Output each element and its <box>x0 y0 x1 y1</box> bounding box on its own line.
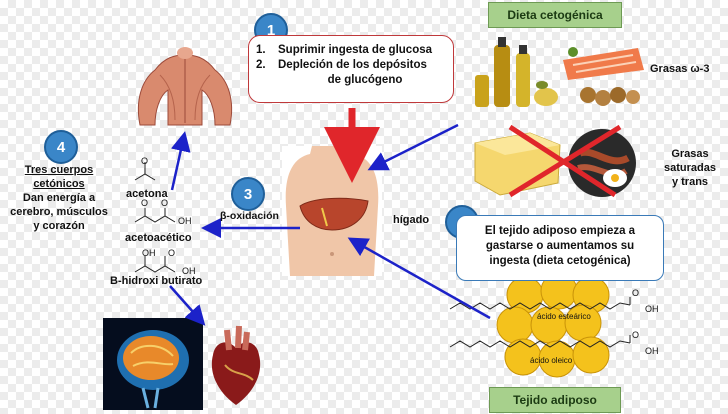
atom-o: O <box>632 330 640 340</box>
liver-label: hígado <box>393 214 430 226</box>
arrow-adipose-to-liver <box>347 237 491 320</box>
step1-item-text: Depleción de los depósitos <box>278 59 427 71</box>
step2-text: El tejido adiposo empieza a gastarse o a… <box>484 225 636 267</box>
butter-bacon-crossed-image <box>474 124 636 198</box>
arrow-ketones-to-heart <box>169 285 206 326</box>
step3-badge: 3 <box>231 177 265 211</box>
atom-oh: OH <box>182 266 196 276</box>
estearico-label: ácido esteárico <box>537 312 591 321</box>
step1-box <box>248 35 454 103</box>
atom-o: O <box>141 156 149 166</box>
atom-oh: OH <box>645 346 659 356</box>
atom-o: O <box>168 248 176 258</box>
ketone-label-acetoacetico: acetoacético <box>125 232 192 244</box>
atom-o: O <box>632 288 640 298</box>
heart-image <box>211 325 261 405</box>
diet-title-tag: Dieta cetogénica <box>488 2 622 28</box>
step1-text: 1. Suprimir ingesta de glucosa 2. Depleció… <box>256 43 452 88</box>
ketone-label-acetona: acetona <box>126 188 168 200</box>
step2-box <box>456 215 664 281</box>
brain-scan-image <box>103 318 203 410</box>
salmon-nuts-image <box>563 47 644 106</box>
adipose-title-tag: Tejido adiposo <box>489 387 621 413</box>
muscle-figure-image <box>137 47 233 126</box>
step1-item-text: Suprimir ingesta de glucosa <box>278 44 433 56</box>
saturated-fats-label: Grasas saturadas y trans <box>664 148 716 188</box>
ketone-molecules-image <box>134 162 176 273</box>
omega3-label: Grasas ω-3 <box>650 63 710 75</box>
atom-oh: OH <box>178 216 192 226</box>
arrow-fats-to-torso <box>367 123 459 171</box>
atom-oh: OH <box>142 248 156 258</box>
step1-line3: de glucógeno <box>327 74 403 86</box>
step1-item-num: 1. <box>256 44 266 56</box>
oleico-label: ácido oleico <box>530 356 573 365</box>
step4-badge: 4 <box>44 130 78 164</box>
ketone-label-hidroxibutirato: B-hidroxi butirato <box>110 275 203 287</box>
olive-oil-image <box>475 37 558 107</box>
step1-item-num: 2. <box>256 59 266 71</box>
step4-text: Tres cuerpos cetónicos Dan energía a cer… <box>10 164 108 232</box>
beta-oxidation-label: β-oxidación <box>220 210 279 222</box>
atom-oh: OH <box>645 304 659 314</box>
arrow-ketones-to-muscle <box>170 131 191 191</box>
atom-o: O <box>141 198 149 208</box>
atom-o: O <box>161 198 169 208</box>
